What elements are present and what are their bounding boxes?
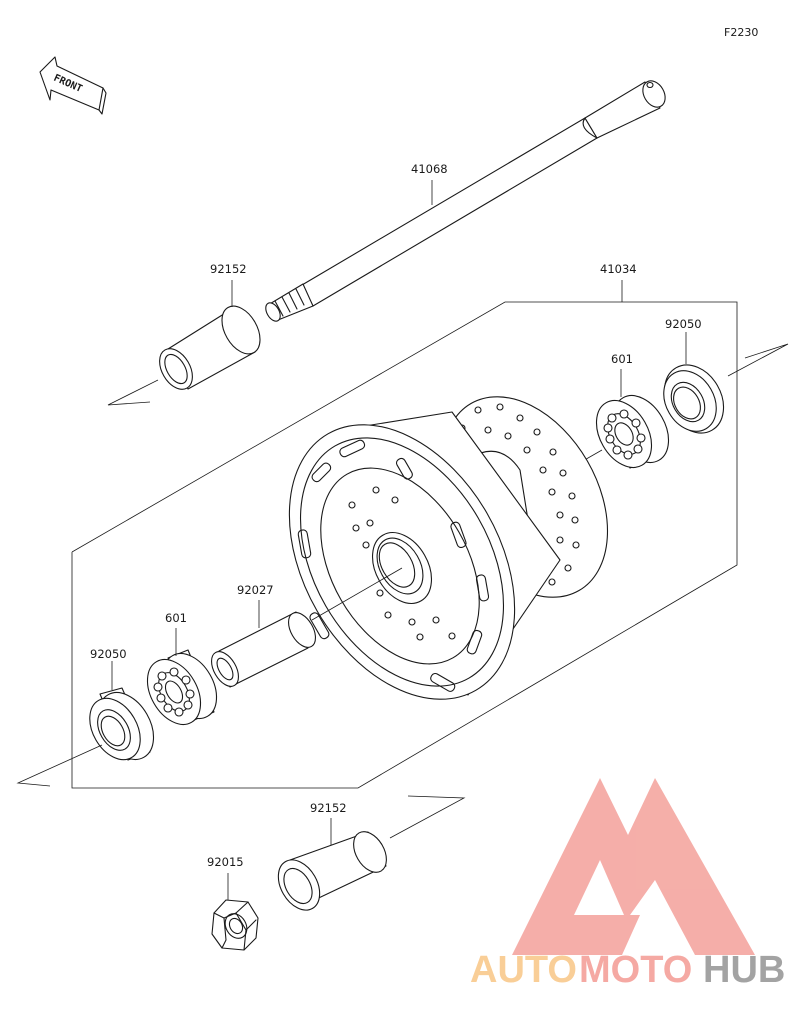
logo-mark bbox=[512, 778, 755, 955]
axle-thread bbox=[265, 283, 314, 322]
logo-text-moto: MOTO bbox=[579, 949, 692, 991]
axis-line-top-left bbox=[107, 379, 159, 406]
bearing-right bbox=[595, 395, 670, 469]
oil-seal-right bbox=[663, 364, 725, 434]
bearing-left bbox=[146, 649, 218, 725]
collar-top bbox=[159, 305, 261, 390]
logo-text-auto: AUTO bbox=[470, 949, 577, 991]
wheel-hub bbox=[288, 411, 561, 700]
automotohub-logo: AUTO MOTO HUB bbox=[470, 778, 785, 991]
hub-bolt-holes bbox=[348, 486, 456, 641]
oil-seal-left bbox=[89, 687, 155, 761]
label-41068: 41068 bbox=[411, 162, 448, 176]
label-41034: 41034 bbox=[600, 262, 637, 276]
spacer bbox=[210, 611, 317, 688]
axis-line-right bbox=[727, 343, 789, 377]
label-92027: 92027 bbox=[237, 583, 274, 597]
hub-assembly-outline bbox=[71, 301, 738, 789]
collar-bottom bbox=[277, 831, 387, 911]
axis-line-left bbox=[16, 744, 103, 787]
logo-text-hub: HUB bbox=[703, 949, 785, 991]
label-92152-bottom: 92152 bbox=[310, 801, 347, 815]
figure-code: F2230 bbox=[724, 26, 758, 39]
label-601-left: 601 bbox=[165, 611, 187, 625]
axis-line-hub bbox=[311, 567, 403, 621]
hub-window-slots bbox=[297, 439, 490, 692]
axis-line-bottom bbox=[389, 795, 466, 839]
label-92015: 92015 bbox=[207, 855, 244, 869]
label-92050-left: 92050 bbox=[90, 647, 127, 661]
front-arrow-icon: FRONT bbox=[39, 56, 107, 115]
front-axle bbox=[265, 80, 666, 322]
label-92050-right: 92050 bbox=[665, 317, 702, 331]
axle-nut bbox=[211, 899, 259, 951]
label-92152-top: 92152 bbox=[210, 262, 247, 276]
label-601-right: 601 bbox=[611, 352, 633, 366]
